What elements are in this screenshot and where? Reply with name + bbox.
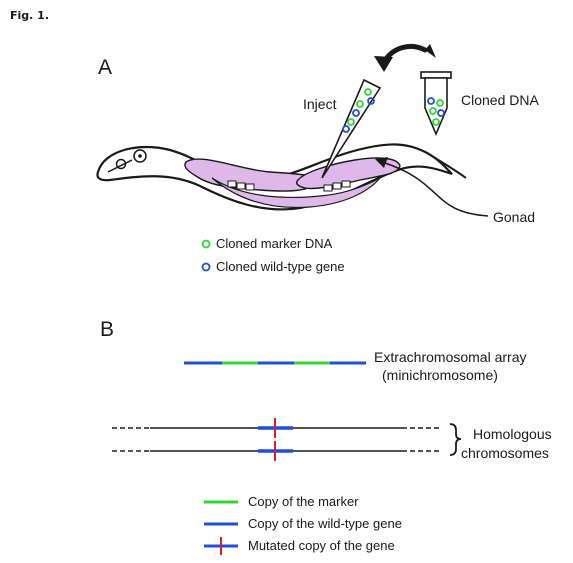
needle-marker-dna <box>347 118 355 126</box>
tube-marker-dna <box>432 118 440 126</box>
needle-wildtype-gene <box>367 97 375 105</box>
gonad-pointer-line <box>381 161 489 217</box>
cloned-dna-label: Cloned DNA <box>461 92 539 108</box>
worm <box>96 143 467 211</box>
gonad-pointer-arrowhead-icon <box>375 157 388 168</box>
tube-marker-dna <box>429 107 437 115</box>
chromosome-lower <box>112 441 442 461</box>
legend-marker-dna-label: Cloned marker DNA <box>216 236 333 251</box>
embryo-row-left <box>227 180 255 191</box>
tube-wildtype-gene <box>437 109 445 117</box>
tube-cap <box>420 71 452 79</box>
gonad-sheath <box>211 177 381 209</box>
gonad-pointer <box>375 157 489 217</box>
legend-mutated-copy-label: Mutated copy of the gene <box>248 538 395 553</box>
gonad-arm-right <box>296 157 401 190</box>
homologous-label-line1: Homologous <box>473 426 552 442</box>
tube-wildtype-gene <box>427 97 435 105</box>
pharynx-line <box>107 159 133 173</box>
homologous-brace-icon <box>449 423 462 456</box>
dna-tube <box>420 71 452 137</box>
transfer-arrow-tail <box>425 44 436 58</box>
legend-wildtype-gene-label: Cloned wild-type gene <box>216 259 345 274</box>
array-label-line1: Extrachromosomal array <box>374 349 527 365</box>
homologous-label-line2: chromosomes <box>461 445 549 461</box>
gonad-label: Gonad <box>493 209 536 225</box>
transfer-arrow-head-icon <box>374 56 393 72</box>
needle-marker-dna <box>356 100 364 108</box>
pharynx-grinder <box>138 154 142 158</box>
legend-wildtype-circle <box>201 262 211 272</box>
tube-body <box>424 77 448 137</box>
worm-tail <box>434 157 467 179</box>
embryo-row-right <box>323 180 351 192</box>
transfer-arrow <box>374 44 436 72</box>
needle-wildtype-gene <box>342 125 350 133</box>
panel-b-label: B <box>100 318 115 341</box>
legend-marker-circle <box>201 239 211 249</box>
tube-marker-dna <box>436 99 444 107</box>
panel-a-label: A <box>98 56 113 79</box>
chromosome-upper <box>112 418 442 438</box>
legend-marker-copy-label: Copy of the marker <box>248 494 359 509</box>
figure-label: Fig. 1. <box>10 9 49 22</box>
needle-wildtype-gene <box>352 109 360 117</box>
legend-wildtype-copy-label: Copy of the wild-type gene <box>248 516 402 531</box>
array-label-line2: (minichromosome) <box>382 367 498 383</box>
needle-marker-dna <box>364 88 372 96</box>
injection-needle <box>321 78 382 179</box>
inject-label: Inject <box>303 96 337 112</box>
